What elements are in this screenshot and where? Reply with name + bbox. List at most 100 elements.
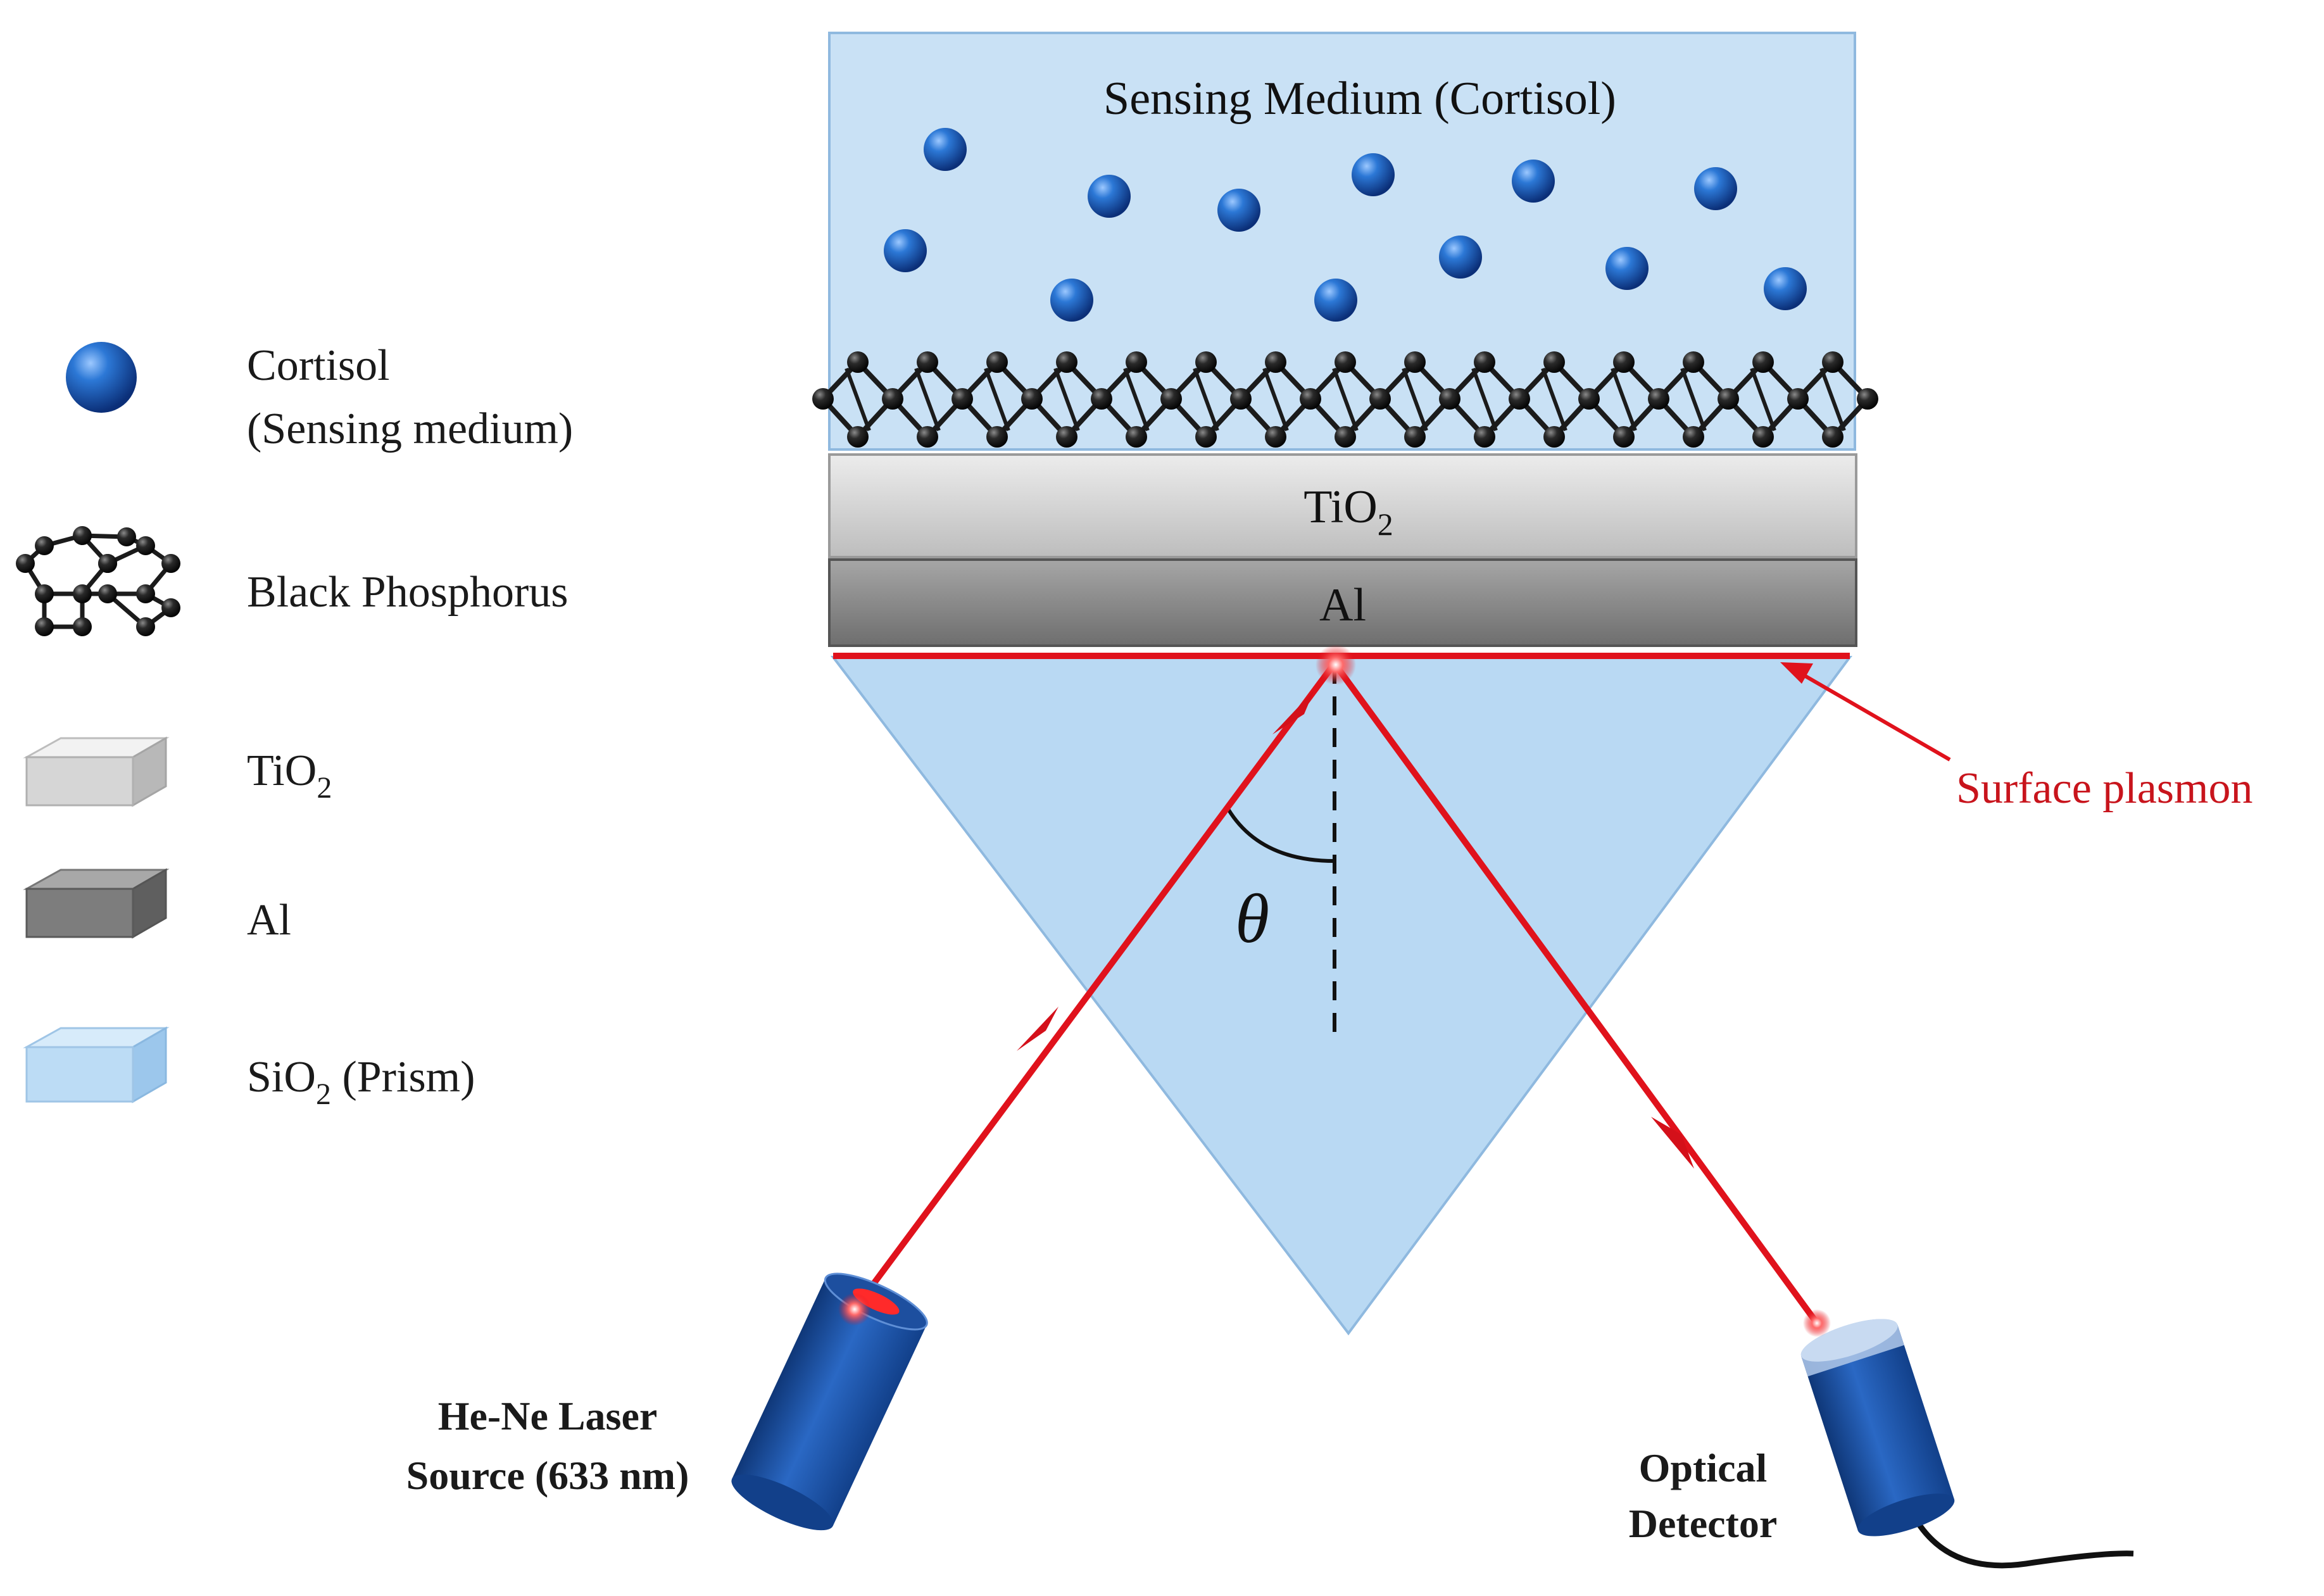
phosphorus-atom: [1126, 351, 1147, 373]
phosphorus-atom: [1126, 426, 1147, 448]
phosphorus-bond: [1262, 367, 1289, 432]
legend: Cortisol (Sensing medium) Black Phosphor…: [16, 341, 573, 1111]
phosphorus-atom: [1300, 388, 1321, 410]
cortisol-molecule: [1050, 279, 1093, 322]
legend-cortisol-label: Cortisol: [247, 341, 390, 390]
phosphorus-atom: [1613, 426, 1635, 448]
phosphorus-bond: [1541, 367, 1567, 432]
legend-tio2-label: TiO2: [247, 746, 332, 805]
phosphorus-atom: [1056, 426, 1077, 448]
phosphorus-atom: [1265, 351, 1286, 373]
phosphorus-atom: [1091, 388, 1112, 410]
phosphorus-atom: [1822, 351, 1843, 373]
phosphorus-bond: [1123, 367, 1150, 432]
phosphorus-atom: [73, 584, 92, 603]
al-layer-label: Al: [1319, 579, 1366, 631]
phosphorus-atom: [812, 388, 834, 410]
phosphorus-atom: [952, 388, 973, 410]
phosphorus-atom: [1683, 351, 1704, 373]
phosphorus-atom: [1439, 388, 1460, 410]
phosphorus-atom: [73, 526, 92, 545]
phosphorus-atom: [1021, 388, 1043, 410]
hexagonal-lattice-icon: [16, 526, 180, 636]
phosphorus-atom: [1335, 351, 1356, 373]
tio2-layer-label: TiO2: [1303, 481, 1393, 542]
blue-sphere-icon: [66, 342, 137, 413]
phosphorus-atom: [1683, 426, 1704, 448]
phosphorus-atom: [1404, 426, 1426, 448]
cortisol-molecule: [924, 128, 967, 171]
phosphorus-atom: [1404, 351, 1426, 373]
phosphorus-atom: [98, 554, 117, 573]
phosphorus-atom: [1787, 388, 1809, 410]
phosphorus-atom: [1474, 426, 1495, 448]
dark-gray-block-icon: [23, 868, 170, 939]
legend-cortisol-sublabel: (Sensing medium): [247, 405, 573, 453]
laser-emission-spot: [838, 1293, 871, 1326]
cortisol-molecule: [1512, 160, 1555, 203]
cortisol-molecule: [1217, 189, 1260, 232]
detector-input-spot: [1803, 1309, 1831, 1337]
phosphorus-atom: [1822, 426, 1843, 448]
phosphorus-atom: [1857, 388, 1878, 410]
phosphorus-atom: [1752, 351, 1774, 373]
phosphorus-atom: [1056, 351, 1077, 373]
surface-plasmon-arrowhead: [1780, 662, 1813, 684]
phosphorus-atom: [161, 598, 180, 617]
phosphorus-bond: [1332, 367, 1359, 432]
light-blue-block-icon: [23, 1026, 170, 1103]
incident-beam-arrow: [1017, 1007, 1058, 1051]
surface-plasmon-label: Surface plasmon: [1956, 764, 2252, 813]
surface-plasmon-pointer: [1795, 669, 1951, 762]
phosphorus-atom: [136, 584, 155, 603]
phosphorus-atom: [986, 351, 1008, 373]
phosphorus-bond: [845, 367, 871, 432]
phosphorus-atom: [1474, 351, 1495, 373]
incident-beam-arrow: [1272, 690, 1314, 734]
light-gray-block-icon: [23, 736, 170, 807]
sensing-medium-box: [828, 32, 1856, 451]
phosphorus-atom: [73, 617, 92, 636]
phosphorus-atom: [847, 351, 869, 373]
legend-al-label: Al: [247, 896, 291, 945]
phosphorus-atom: [1369, 388, 1391, 410]
phosphorus-atom: [1160, 388, 1182, 410]
phosphorus-bond: [1750, 367, 1776, 432]
optical-detector-cylinder: [1800, 1319, 1955, 1536]
phosphorus-atom: [98, 584, 117, 603]
phosphorus-atom: [1752, 426, 1774, 448]
phosphorus-atom: [986, 426, 1008, 448]
phosphorus-atom: [1195, 351, 1217, 373]
phosphorus-atom: [35, 536, 54, 555]
phosphorus-atom: [35, 584, 54, 603]
detector-label-line2: Detector: [1629, 1501, 1777, 1546]
phosphorus-atom: [16, 554, 35, 573]
tio2-layer: [828, 453, 1857, 558]
incident-laser-beam: [851, 662, 1338, 1311]
phosphorus-bond: [1193, 367, 1219, 432]
cortisol-molecule: [1088, 175, 1131, 218]
phosphorus-atom: [1578, 388, 1600, 410]
angle-theta-label: θ: [1235, 880, 1269, 957]
phosphorus-atom: [1613, 351, 1635, 373]
detector-label-line1: Optical: [1639, 1445, 1768, 1490]
detector-cable: [1902, 1498, 2134, 1569]
phosphorus-bond: [1471, 367, 1498, 432]
reflection-spot: [1316, 644, 1356, 685]
cortisol-molecule: [884, 229, 927, 272]
laser-source-cylinder: [731, 1272, 928, 1531]
phosphorus-bond: [1611, 367, 1637, 432]
phosphorus-atom: [35, 617, 54, 636]
phosphorus-atom: [1543, 351, 1565, 373]
cortisol-molecule: [1314, 279, 1357, 322]
sio2-prism: [830, 656, 1852, 1336]
phosphorus-atom: [1265, 426, 1286, 448]
cortisol-molecule: [1764, 267, 1807, 310]
phosphorus-atom: [161, 554, 180, 573]
phosphorus-atom: [917, 351, 938, 373]
phosphorus-bond: [1053, 367, 1080, 432]
phosphorus-bond: [1680, 367, 1707, 432]
phosphorus-atom: [136, 617, 155, 636]
black-phosphorus-layer: [812, 351, 1878, 448]
